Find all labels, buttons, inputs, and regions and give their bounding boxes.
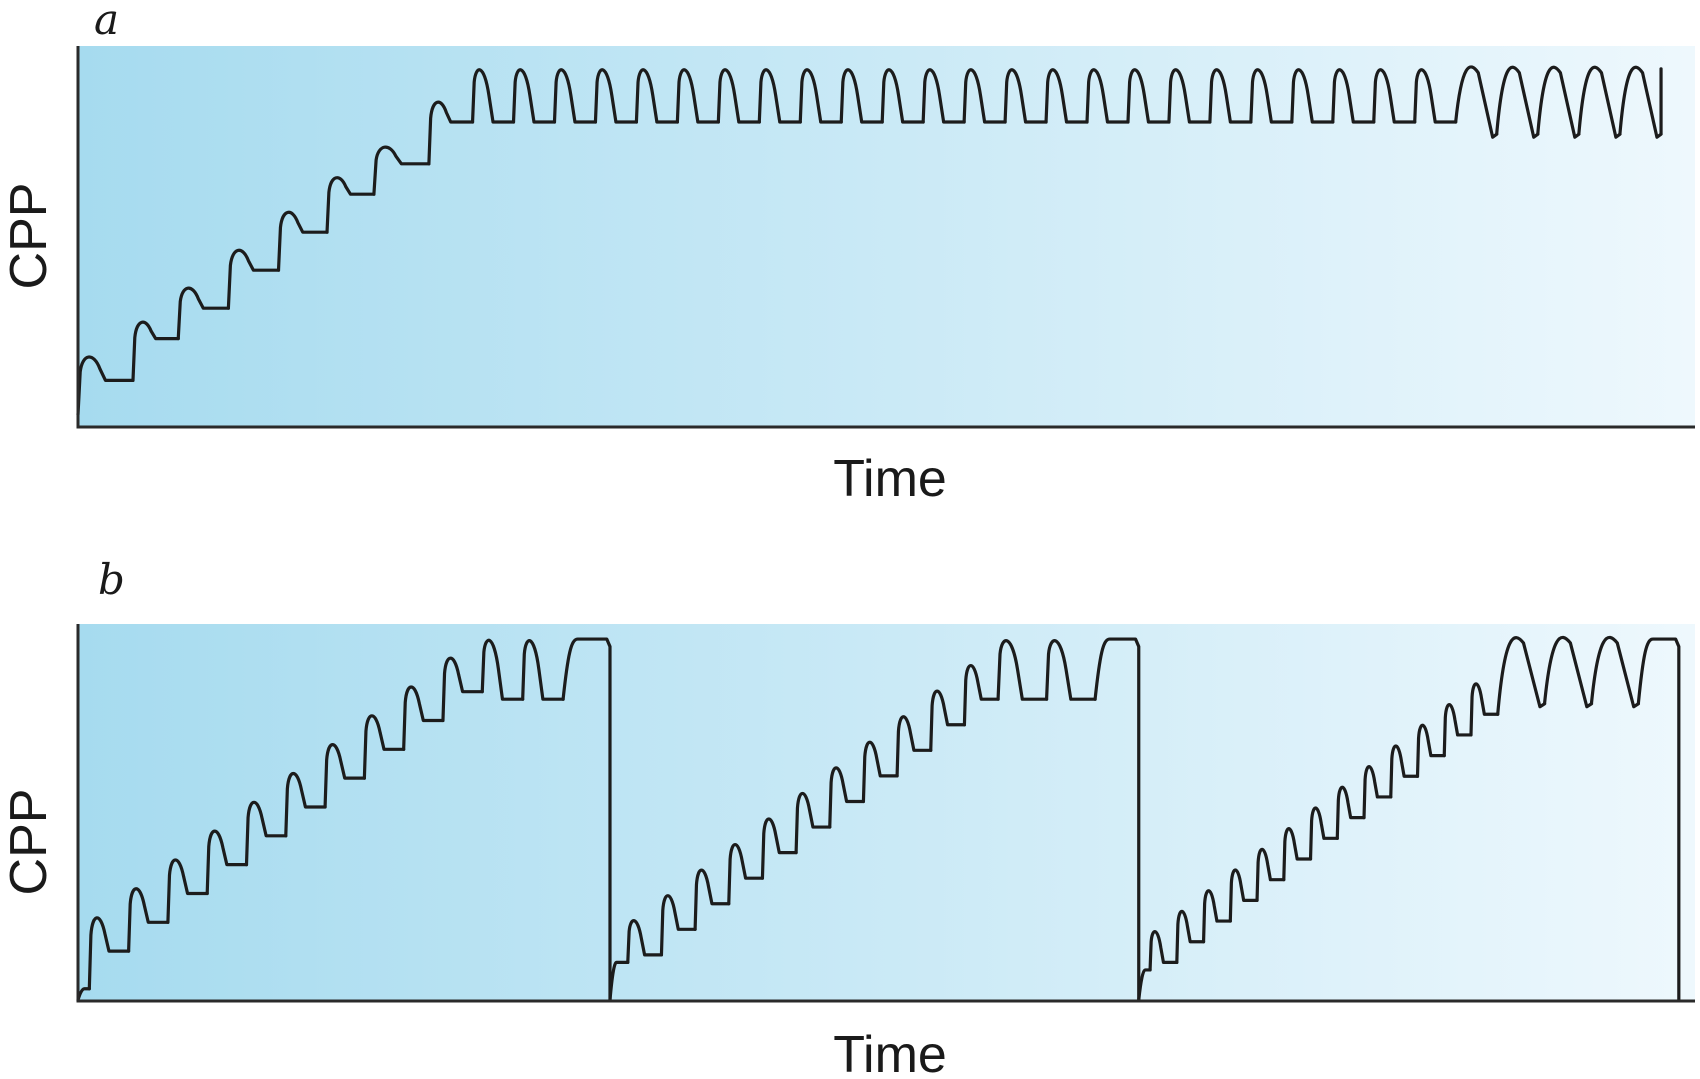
beat-path (166, 858, 209, 924)
beat-path (470, 68, 516, 124)
beat-path (1085, 68, 1130, 124)
axes-a (76, 46, 1695, 429)
beat-path (323, 743, 366, 809)
beat-path (1228, 868, 1259, 923)
beat-path (895, 715, 933, 778)
x-axis-label-a: Time (833, 450, 947, 508)
beat-path (1536, 65, 1581, 139)
axes-b (76, 624, 1695, 1003)
beat-path (552, 68, 598, 124)
beat-path (962, 68, 1007, 124)
beat-path (1454, 65, 1499, 139)
trace-b (76, 635, 1681, 1002)
beat-path (1201, 889, 1232, 944)
x-axis-label-b: Time (833, 1026, 947, 1079)
cycle-start-path (1137, 968, 1152, 1002)
beat-path (1003, 68, 1048, 124)
cycle-drop-path (1093, 637, 1141, 1002)
beat-path (1372, 68, 1417, 124)
beat-path (1577, 65, 1622, 139)
beat-path (1167, 68, 1212, 124)
beat-path (427, 100, 475, 166)
beat-path (996, 639, 1049, 701)
beat-path (76, 355, 135, 417)
panel-label-a: a (94, 0, 119, 44)
beat-path (880, 68, 925, 124)
beat-path (1208, 68, 1253, 124)
cycle-drop-path (561, 637, 612, 1002)
beat-path (127, 887, 170, 953)
panel-b: b CPP Time (0, 555, 1695, 1079)
y-axis-label-a: CPP (0, 183, 58, 290)
beat-path (441, 656, 484, 723)
beat-path (1335, 785, 1366, 840)
beat-path (1148, 930, 1179, 972)
beat-path (675, 68, 720, 124)
beat-path (372, 145, 431, 196)
beat-path (760, 817, 798, 880)
beat-path (1618, 65, 1663, 139)
beat-path (921, 68, 966, 124)
beat-path (1362, 764, 1393, 820)
beat-path (1126, 68, 1171, 124)
beat-path (284, 771, 327, 838)
beat-path (1442, 702, 1473, 758)
cycle-start-path (608, 960, 630, 1002)
plot-background-a (78, 46, 1695, 426)
beat-path (1415, 723, 1446, 778)
trace-a (76, 65, 1663, 417)
beat-path (87, 916, 131, 991)
beat-path (362, 714, 406, 780)
panel-label-b: b (98, 555, 125, 604)
beat-path (521, 639, 565, 701)
beat-path (634, 68, 679, 124)
beat-path (205, 829, 249, 896)
beat-path (1331, 68, 1376, 124)
beat-path (1175, 909, 1206, 964)
beat-path (1543, 635, 1594, 709)
beat-path (1469, 682, 1500, 737)
beat-path (716, 68, 761, 124)
cycle-drop-path (1636, 637, 1681, 1002)
beat-path (1044, 639, 1097, 701)
beat-path (131, 320, 180, 382)
beat-path (626, 919, 664, 964)
beat-path (659, 894, 697, 957)
beat-path (727, 842, 765, 906)
beat-path (1389, 744, 1420, 799)
beat-path (511, 68, 557, 124)
beat-path (276, 210, 329, 272)
beat-path (1290, 68, 1335, 124)
beat-path (962, 663, 1000, 727)
beat-path (1495, 65, 1540, 139)
beat-path (1249, 68, 1294, 124)
beat-path (1589, 635, 1641, 709)
beat-path (176, 286, 230, 341)
beat-path (839, 68, 884, 124)
beat-path (929, 689, 967, 752)
y-axis-label-b: CPP (0, 789, 58, 896)
plot-background-b (78, 624, 1695, 1000)
beat-path (798, 68, 843, 124)
beat-path (244, 800, 288, 867)
beat-path (325, 176, 376, 234)
beat-path (1255, 847, 1286, 902)
beat-path (1282, 827, 1313, 882)
beat-path (480, 638, 525, 701)
beat-path (226, 248, 281, 310)
beat-path (1308, 806, 1339, 861)
beat-path (402, 685, 445, 751)
beat-path (757, 68, 802, 124)
beat-path (794, 791, 832, 855)
panel-a: a CPP Time (0, 0, 1695, 508)
beat-path (1413, 68, 1458, 124)
beat-path (693, 868, 731, 931)
beat-path (1496, 636, 1547, 716)
beat-path (828, 766, 866, 829)
beat-path (593, 68, 639, 124)
beat-path (1044, 68, 1089, 124)
beat-path (861, 740, 899, 804)
